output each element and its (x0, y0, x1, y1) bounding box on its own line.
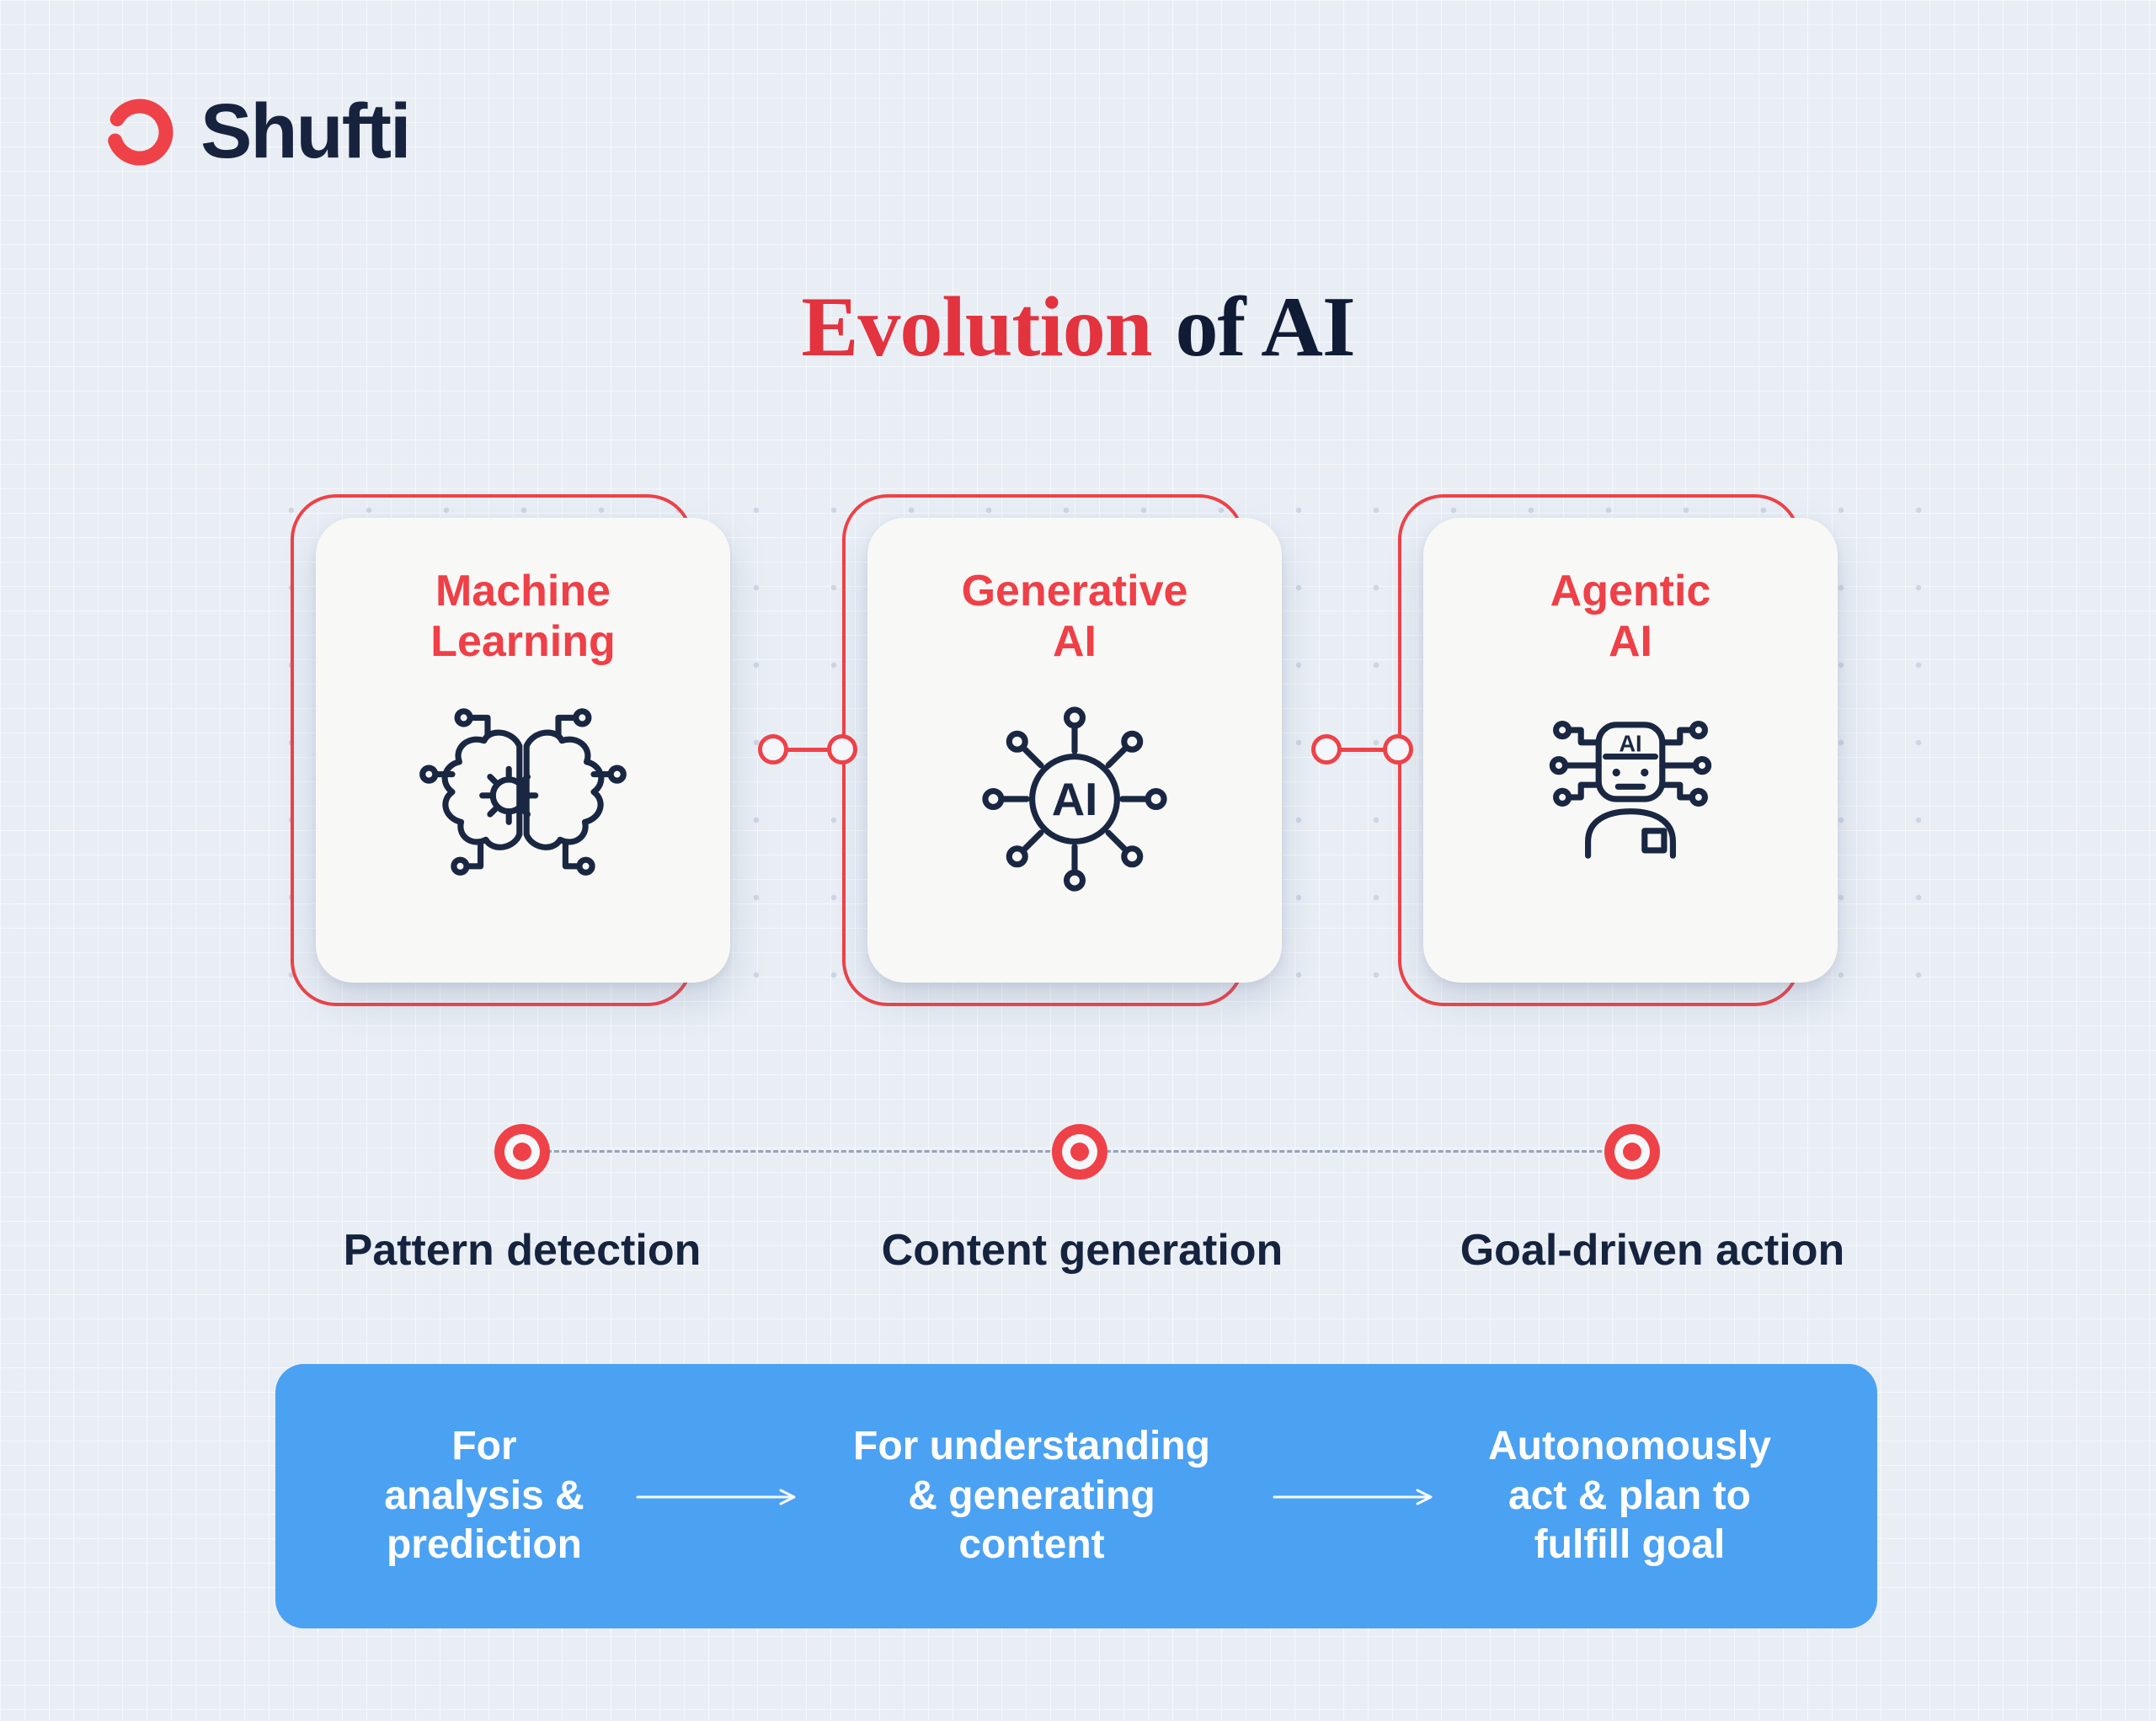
summary-line: analysis & (384, 1473, 584, 1518)
stage-card-agentic-ai: Agentic AI AI (1423, 518, 1838, 983)
card-title-line: Generative (961, 567, 1188, 615)
summary-line: For (451, 1424, 517, 1469)
arrow-right-icon (1273, 1489, 1433, 1505)
summary-line: act & plan to (1508, 1473, 1752, 1518)
summary-line: For understanding (853, 1424, 1210, 1469)
arrow-right-icon (636, 1489, 796, 1505)
agentic-ai-robot-icon: AI (1524, 693, 1737, 905)
card-title-line: AI (1609, 616, 1652, 666)
brand-name: Shufti (200, 88, 412, 174)
summary-panel: For analysis & prediction For understand… (275, 1364, 1877, 1628)
summary-line: Autonomously (1488, 1424, 1771, 1469)
summary-generative-ai: For understanding & generating content (853, 1422, 1210, 1570)
ai-icon-label: AI (1052, 773, 1098, 824)
title-rest-words: of AI (1175, 280, 1355, 375)
machine-learning-brain-icon (417, 693, 629, 905)
card-title-line: AI (1053, 616, 1097, 666)
title-accent-word: Evolution (801, 280, 1152, 375)
card-title: Generative AI (962, 567, 1188, 668)
timeline-marker-icon (1604, 1124, 1660, 1180)
timeline-label-content-generation: Content generation (881, 1226, 1283, 1275)
brand-logo: Shufti (101, 88, 412, 176)
summary-line: prediction (386, 1522, 582, 1568)
stage-card-generative-ai: Generative AI AI (867, 518, 1282, 983)
connector-line (783, 748, 834, 752)
summary-machine-learning: For analysis & prediction (384, 1422, 584, 1570)
connector-node-icon (1383, 734, 1413, 765)
connector-node-icon (827, 734, 857, 765)
generative-ai-network-icon: AI (969, 693, 1181, 905)
timeline-marker-icon (1052, 1124, 1107, 1180)
summary-line: fulfill goal (1534, 1522, 1726, 1568)
ai-icon-label: AI (1619, 730, 1641, 756)
connector-node-icon (1311, 734, 1342, 765)
card-title-line: Agentic (1550, 567, 1711, 615)
card-title: Agentic AI (1550, 567, 1711, 668)
summary-line: & generating (908, 1473, 1155, 1518)
shufti-ring-icon (106, 99, 173, 165)
connector-line (1337, 748, 1389, 752)
timeline-label-pattern-detection: Pattern detection (343, 1226, 702, 1275)
card-title-line: Machine (435, 567, 611, 615)
timeline-marker-icon (494, 1124, 550, 1180)
summary-line: content (958, 1522, 1105, 1568)
timeline-label-goal-driven-action: Goal-driven action (1460, 1226, 1845, 1275)
card-title-line: Learning (430, 616, 616, 666)
summary-agentic-ai: Autonomously act & plan to fulfill goal (1488, 1422, 1771, 1570)
card-title: Machine Learning (430, 567, 616, 668)
connector-node-icon (758, 734, 788, 765)
stage-card-machine-learning: Machine Learning (316, 518, 730, 983)
